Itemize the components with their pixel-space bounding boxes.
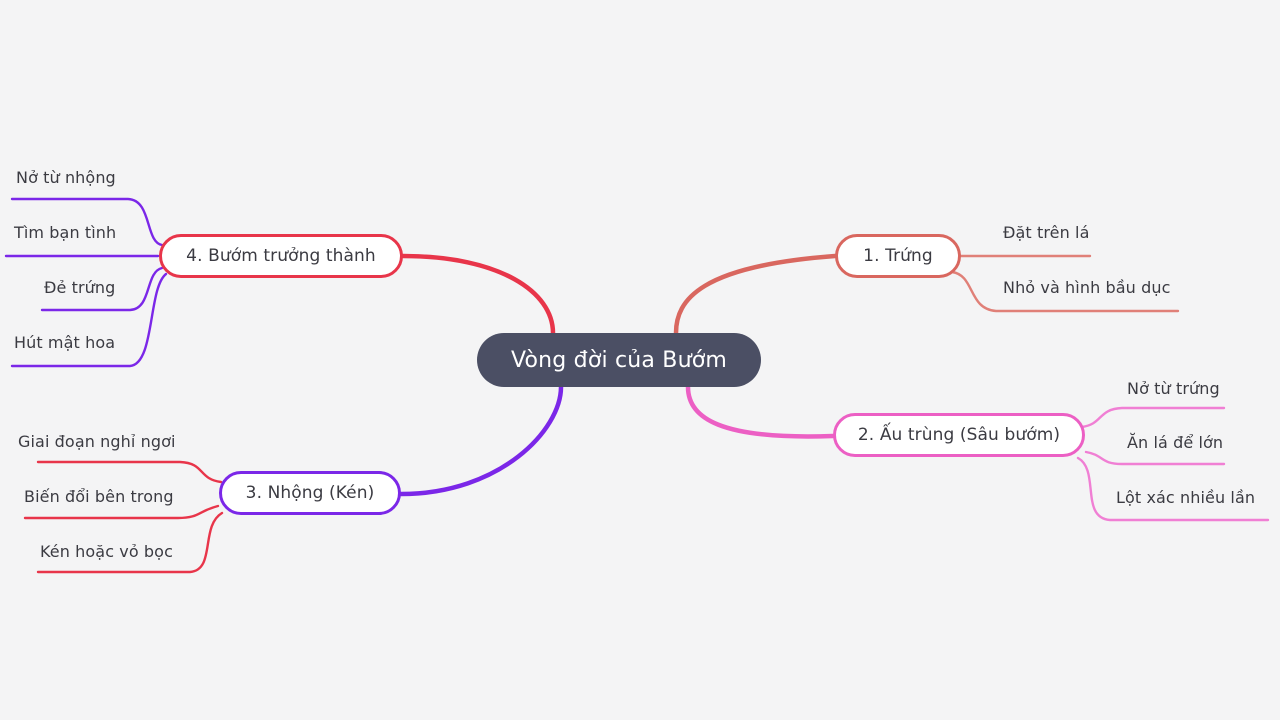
branch-node-1-label: 1. Trứng xyxy=(863,246,933,266)
edge-center-to-node-2 xyxy=(685,384,836,439)
edge-node-2-child-1 xyxy=(1084,450,1226,466)
leaf-label-3-2[interactable]: Kén hoặc vỏ bọc xyxy=(40,542,173,561)
leaf-label-4-3[interactable]: Hút mật hoa xyxy=(14,333,116,352)
branch-node-4-label: 4. Bướm trưởng thành xyxy=(186,246,376,266)
leaf-label-2-2[interactable]: Lột xác nhiều lần xyxy=(1116,488,1256,507)
edge-node-3-child-0 xyxy=(36,460,223,484)
edge-node-3-child-1 xyxy=(23,504,220,520)
central-node[interactable]: Vòng đời của Bướm xyxy=(477,333,761,387)
central-node-label: Vòng đời của Bướm xyxy=(510,347,728,373)
edge-center-to-node-4 xyxy=(400,253,556,336)
branch-node-2-label: 2. Ấu trùng (Sâu bướm) xyxy=(857,425,1061,445)
branch-node-3[interactable]: 3. Nhộng (Kén) xyxy=(219,471,401,515)
leaf-label-3-1[interactable]: Biến đổi bên trong xyxy=(24,487,174,506)
leaf-label-2-1[interactable]: Ăn lá để lớn xyxy=(1127,433,1224,452)
branch-node-1[interactable]: 1. Trứng xyxy=(835,234,961,278)
leaf-label-4-0[interactable]: Nở từ nhộng xyxy=(16,168,116,187)
leaf-label-1-1[interactable]: Nhỏ và hình bầu dục xyxy=(1003,278,1171,297)
leaf-label-4-1[interactable]: Tìm bạn tình xyxy=(14,223,117,242)
branch-node-4[interactable]: 4. Bướm trưởng thành xyxy=(159,234,403,278)
leaf-label-2-0[interactable]: Nở từ trứng xyxy=(1127,379,1220,398)
leaf-label-1-0[interactable]: Đặt trên lá xyxy=(1003,223,1090,242)
edge-center-to-node-1 xyxy=(673,253,838,336)
edge-center-to-node-3 xyxy=(398,384,564,497)
branch-node-3-label: 3. Nhộng (Kén) xyxy=(245,483,375,503)
leaf-label-4-2[interactable]: Đẻ trứng xyxy=(44,278,116,297)
leaf-label-3-0[interactable]: Giai đoạn nghỉ ngơi xyxy=(18,432,176,451)
edge-node-2-child-0 xyxy=(1080,406,1226,429)
branch-node-2[interactable]: 2. Ấu trùng (Sâu bướm) xyxy=(833,413,1085,457)
